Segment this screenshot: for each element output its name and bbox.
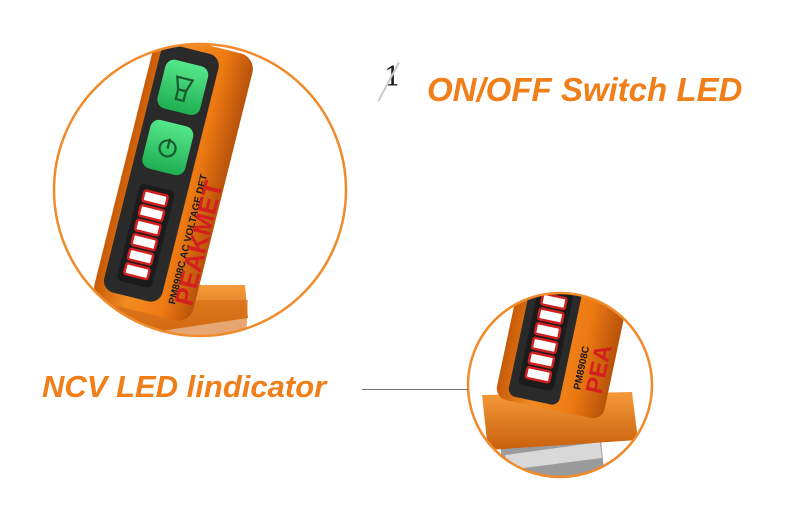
tester-body-lower: PM8908C PEA [496, 293, 630, 419]
flashlight-button [157, 59, 209, 116]
power-icon [158, 138, 177, 158]
zoom-circle-ncv-ring [466, 291, 654, 479]
ncv-led-segments-zoom [524, 293, 568, 384]
zoom-circle-switch: PM8908C AC VOLTAGE DET PEAKMET [54, 44, 346, 336]
switch-led-caption: ON/OFF Switch LED [427, 71, 743, 108]
zoom-circle-ncv: PM8908C PEA [468, 293, 652, 477]
ncv-led-segments [123, 189, 169, 281]
flashlight-icon [174, 75, 195, 103]
leader-line [362, 389, 468, 390]
tester-body: PM8908C AC VOLTAGE DET PEAKMET [94, 44, 253, 321]
zoom-circle-switch-ring [52, 42, 348, 338]
ncv-indicator-caption: NCV LED lindicator [42, 369, 327, 404]
